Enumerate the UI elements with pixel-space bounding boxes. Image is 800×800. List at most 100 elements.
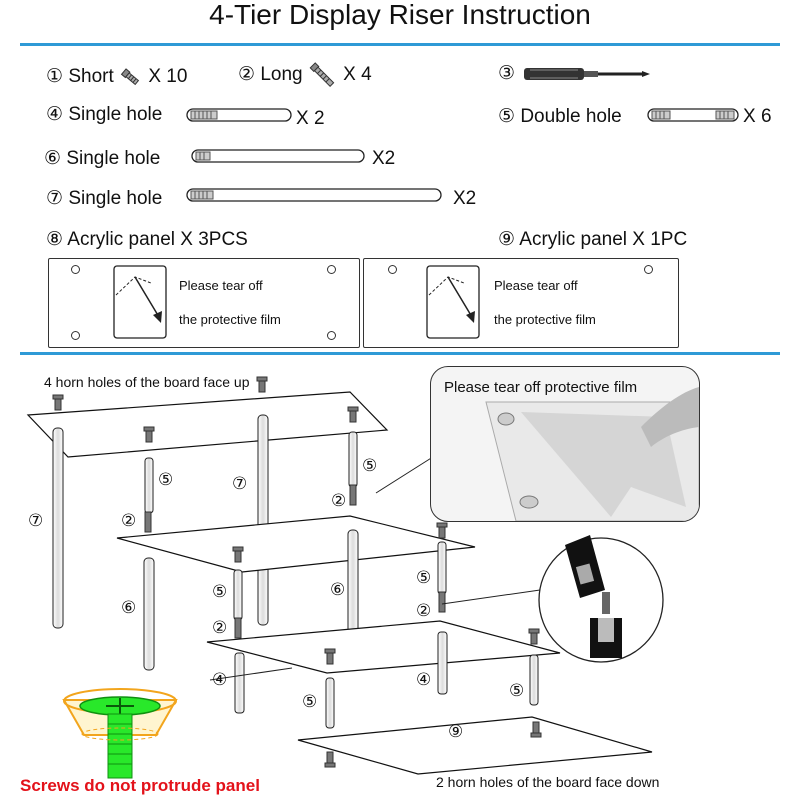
part-number: ⑧ bbox=[46, 229, 64, 250]
label-part-5: ⑤ bbox=[302, 692, 318, 711]
screw-short bbox=[326, 651, 334, 665]
part-number: ⑦ bbox=[46, 188, 64, 209]
screw-short bbox=[438, 525, 446, 539]
part-name: Acrylic panel X 3PCS bbox=[67, 229, 248, 250]
standoff-6 bbox=[143, 557, 155, 671]
screw-short bbox=[145, 429, 153, 443]
standoff-icon bbox=[186, 108, 292, 122]
hole-icon bbox=[388, 265, 397, 274]
warning-text: Screws do not protrude panel bbox=[20, 776, 260, 795]
label-part-9: ⑨ bbox=[448, 722, 464, 741]
film-instruction-line2: the protective film bbox=[179, 312, 281, 327]
label-part-4: ④ bbox=[416, 670, 432, 689]
acrylic-panel-1pc: Please tear off the protective film bbox=[363, 258, 679, 348]
part-qty: X 4 bbox=[343, 64, 372, 86]
part-2-long-screw: ② Long X 4 bbox=[238, 62, 372, 88]
standoff-icon bbox=[647, 108, 739, 122]
standoff-5 bbox=[144, 457, 154, 514]
part-qty: X 2 bbox=[296, 108, 325, 129]
label-part-7: ⑦ bbox=[28, 511, 44, 530]
part-9-acrylic-panel: ⑨ Acrylic panel X 1PC bbox=[498, 228, 687, 252]
peel-film-label: Please tear off protective film bbox=[444, 379, 638, 396]
label-part-2: ② bbox=[121, 511, 137, 530]
part-number: ③ bbox=[498, 63, 516, 84]
part-number: ⑥ bbox=[44, 148, 62, 169]
screw-short bbox=[532, 721, 540, 735]
peel-film-callout: Please tear off protective film bbox=[430, 366, 700, 522]
part-8-acrylic-panel: ⑧ Acrylic panel X 3PCS bbox=[46, 228, 248, 252]
screw-short bbox=[349, 409, 357, 423]
countersunk-screw-icon bbox=[62, 688, 178, 779]
header-divider bbox=[20, 43, 780, 46]
part-name: Single hole bbox=[66, 148, 161, 169]
screw-short-icon bbox=[119, 67, 143, 87]
label-part-2: ② bbox=[416, 601, 432, 620]
film-instruction-line1: Please tear off bbox=[179, 278, 263, 293]
acrylic-board-tier2 bbox=[116, 515, 476, 573]
label-part-5: ⑤ bbox=[212, 582, 228, 601]
part-number: ① bbox=[46, 66, 64, 87]
part-1-short-screw: ① Short X 10 bbox=[46, 65, 187, 89]
peel-film-illustration bbox=[485, 387, 699, 521]
screw-long bbox=[349, 484, 357, 506]
hole-icon bbox=[644, 265, 653, 274]
screw-short bbox=[234, 549, 242, 563]
label-part-6: ⑥ bbox=[330, 580, 346, 599]
top-board-note: 4 horn holes of the board face up bbox=[44, 374, 250, 390]
label-part-5: ⑤ bbox=[416, 568, 432, 587]
label-part-5: ⑤ bbox=[158, 470, 174, 489]
standoff-5 bbox=[348, 431, 358, 488]
standoff-7 bbox=[257, 414, 269, 626]
bottom-board-note: 2 horn holes of the board face down bbox=[436, 774, 660, 790]
part-number: ② bbox=[238, 64, 256, 86]
screw-short bbox=[54, 397, 62, 411]
screw-detail-icon bbox=[565, 535, 622, 658]
part-qty: X2 bbox=[453, 188, 477, 209]
screwdriver-icon bbox=[520, 65, 651, 83]
label-part-6: ⑥ bbox=[121, 598, 137, 617]
section-divider bbox=[20, 352, 780, 355]
part-number: ④ bbox=[46, 104, 64, 125]
screw-short bbox=[258, 379, 266, 393]
part-name: Double hole bbox=[520, 106, 622, 127]
peel-arrow-icon bbox=[426, 265, 480, 339]
standoff-7 bbox=[52, 427, 64, 629]
acrylic-panel-3pcs: Please tear off the protective film bbox=[48, 258, 360, 348]
label-part-5: ⑤ bbox=[362, 456, 378, 475]
standoff-5 bbox=[437, 541, 447, 595]
callout-leader bbox=[375, 454, 437, 494]
label-part-5: ⑤ bbox=[509, 681, 525, 700]
standoff-5 bbox=[233, 569, 243, 621]
callout-leader bbox=[209, 667, 293, 681]
standoff-5 bbox=[529, 654, 539, 706]
acrylic-board-tier3 bbox=[206, 620, 561, 674]
screw-long bbox=[144, 511, 152, 533]
part-5-standoff: ⑤ Double hole bbox=[498, 105, 622, 129]
hole-icon bbox=[327, 331, 336, 340]
film-instruction-line1: Please tear off bbox=[494, 278, 578, 293]
part-number: ⑤ bbox=[498, 106, 516, 127]
part-qty: X 10 bbox=[148, 66, 188, 87]
label-part-2: ② bbox=[331, 491, 347, 510]
screw-long bbox=[438, 591, 446, 613]
screw-long-icon bbox=[308, 62, 338, 88]
standoff-4 bbox=[437, 631, 448, 695]
label-part-7: ⑦ bbox=[232, 474, 248, 493]
screw-short bbox=[326, 751, 334, 765]
part-3-screwdriver: ③ bbox=[498, 62, 651, 86]
acrylic-board-tier1 bbox=[26, 391, 389, 458]
part-qty: X 6 bbox=[743, 106, 772, 127]
part-6-standoff: ⑥ Single hole bbox=[44, 147, 160, 171]
label-part-4: ④ bbox=[212, 670, 228, 689]
part-name: Single hole bbox=[68, 104, 163, 125]
part-4-standoff: ④ Single hole bbox=[46, 103, 162, 127]
standoff-4 bbox=[234, 652, 245, 714]
peel-arrow-icon bbox=[113, 265, 167, 339]
standoff-6 bbox=[347, 529, 359, 646]
label-part-2: ② bbox=[212, 618, 228, 637]
hole-icon bbox=[71, 265, 80, 274]
hole-icon bbox=[71, 331, 80, 340]
part-name: Single hole bbox=[68, 188, 163, 209]
page-title: 4-Tier Display Riser Instruction bbox=[209, 0, 591, 30]
standoff-icon bbox=[186, 188, 442, 202]
